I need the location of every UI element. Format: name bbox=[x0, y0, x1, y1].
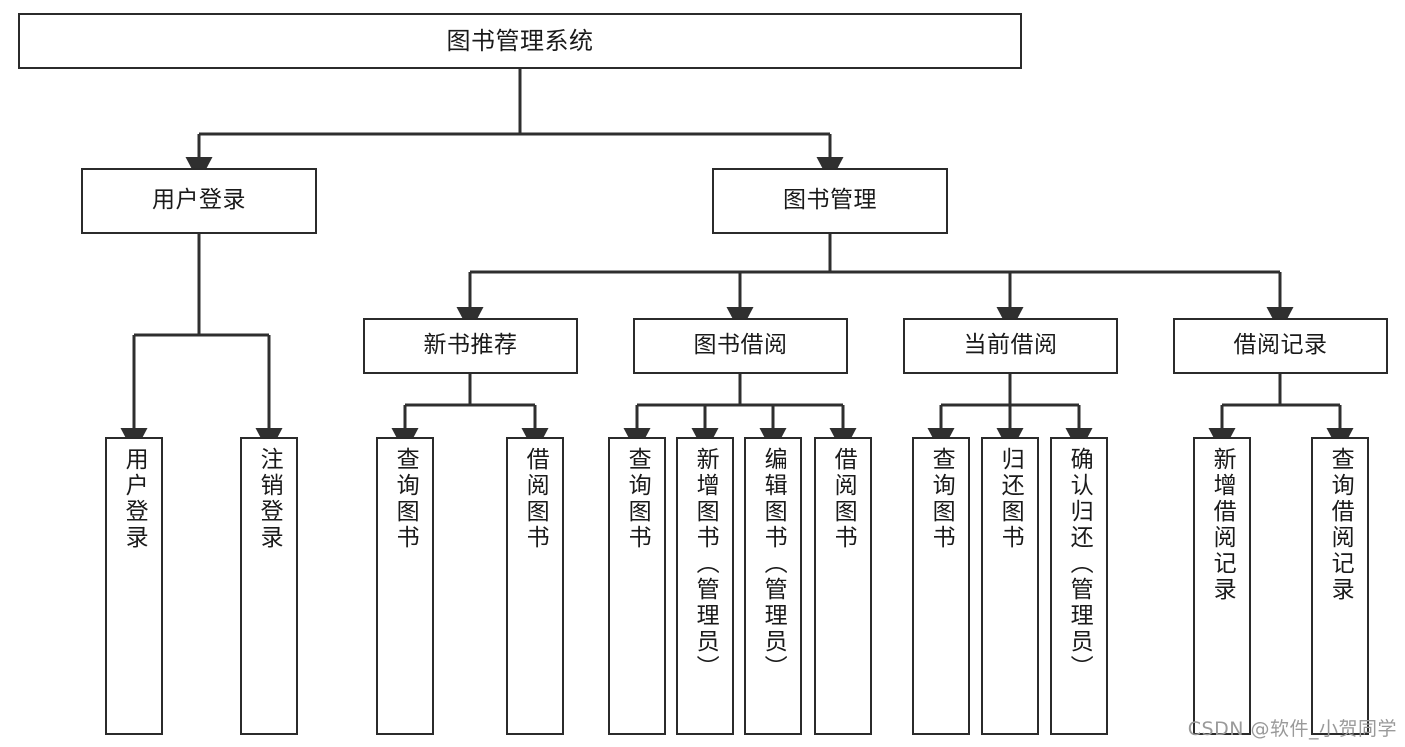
leaf-borrow-add-book-admin[interactable]: 新增图书（管理员） bbox=[676, 437, 734, 735]
node-label: 当前借阅 bbox=[963, 332, 1058, 359]
leaf-recommend-borrow-book[interactable]: 借阅图书 bbox=[506, 437, 564, 735]
node-user-login[interactable]: 用户登录 bbox=[81, 168, 317, 234]
node-label: 注销登录 bbox=[256, 447, 283, 551]
node-borrow-record[interactable]: 借阅记录 bbox=[1173, 318, 1388, 374]
leaf-borrow-borrow-book[interactable]: 借阅图书 bbox=[814, 437, 872, 735]
node-label: 图书管理系统 bbox=[446, 26, 594, 55]
node-label: 查询借阅记录 bbox=[1327, 447, 1354, 603]
node-label: 编辑图书（管理员） bbox=[760, 447, 787, 681]
leaf-borrow-edit-book-admin[interactable]: 编辑图书（管理员） bbox=[744, 437, 802, 735]
leaf-user-login-login[interactable]: 用户登录 bbox=[105, 437, 163, 735]
leaf-recommend-query-book[interactable]: 查询图书 bbox=[376, 437, 434, 735]
node-label: 图书管理 bbox=[783, 187, 877, 214]
node-current-borrow[interactable]: 当前借阅 bbox=[903, 318, 1118, 374]
node-label: 新增借阅记录 bbox=[1209, 447, 1236, 603]
leaf-record-query-record[interactable]: 查询借阅记录 bbox=[1311, 437, 1369, 735]
node-label: 借阅记录 bbox=[1233, 332, 1328, 359]
node-label: 图书借阅 bbox=[693, 332, 788, 359]
node-label: 借阅图书 bbox=[830, 447, 857, 551]
node-label: 归还图书 bbox=[997, 447, 1024, 551]
node-label: 借阅图书 bbox=[522, 447, 549, 551]
node-label: 新增图书（管理员） bbox=[692, 447, 719, 681]
node-label: 查询图书 bbox=[624, 447, 651, 551]
leaf-record-add-record[interactable]: 新增借阅记录 bbox=[1193, 437, 1251, 735]
node-label: 查询图书 bbox=[928, 447, 955, 551]
node-new-book-recommend[interactable]: 新书推荐 bbox=[363, 318, 578, 374]
node-label: 用户登录 bbox=[152, 187, 246, 214]
node-label: 新书推荐 bbox=[423, 332, 518, 359]
watermark-text: CSDN @软件_小贺同学 bbox=[1187, 718, 1397, 740]
node-label: 确认归还（管理员） bbox=[1066, 447, 1093, 681]
leaf-borrow-query-book[interactable]: 查询图书 bbox=[608, 437, 666, 735]
leaf-current-query-book[interactable]: 查询图书 bbox=[912, 437, 970, 735]
leaf-user-login-logout[interactable]: 注销登录 bbox=[240, 437, 298, 735]
node-label: 查询图书 bbox=[392, 447, 419, 551]
node-root-system[interactable]: 图书管理系统 bbox=[18, 13, 1022, 69]
leaf-current-return-book[interactable]: 归还图书 bbox=[981, 437, 1039, 735]
leaf-current-confirm-return-admin[interactable]: 确认归还（管理员） bbox=[1050, 437, 1108, 735]
node-book-management[interactable]: 图书管理 bbox=[712, 168, 948, 234]
node-label: 用户登录 bbox=[121, 447, 148, 551]
node-book-borrow[interactable]: 图书借阅 bbox=[633, 318, 848, 374]
